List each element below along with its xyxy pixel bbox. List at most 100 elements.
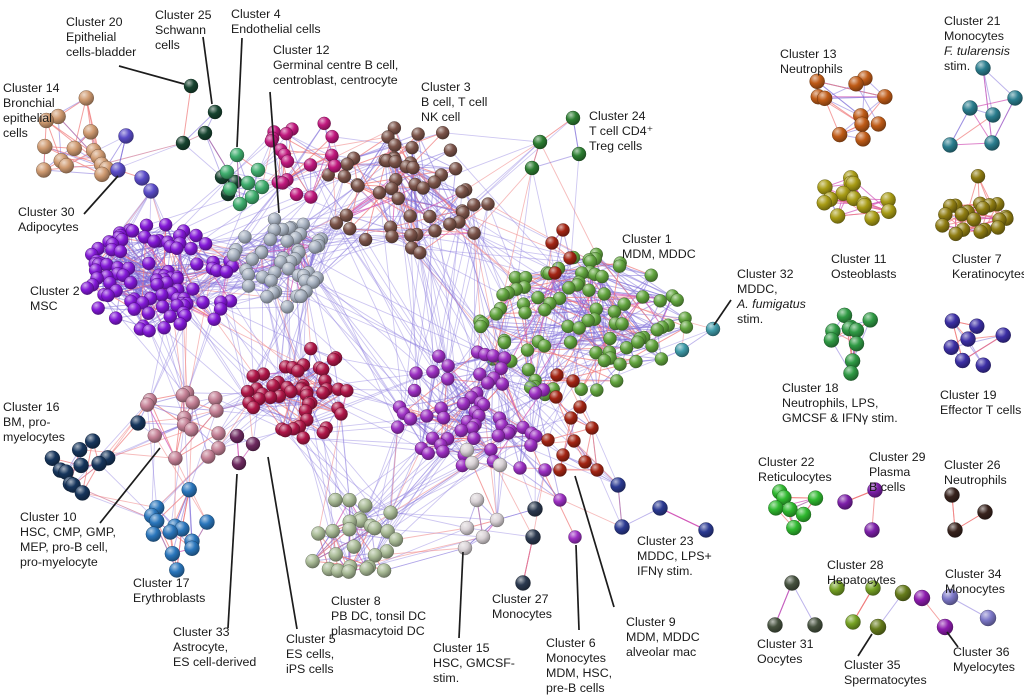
cluster-13-node	[854, 116, 870, 133]
cluster-1-node	[590, 383, 604, 397]
cluster-grey-node	[281, 262, 296, 276]
inter-edge	[390, 444, 532, 514]
edge	[530, 287, 570, 388]
inter-edge	[374, 451, 444, 556]
cluster-3-node	[405, 140, 419, 155]
cluster-13-node	[831, 126, 848, 143]
cluster-2-node	[139, 218, 154, 233]
inter-edge	[473, 117, 574, 206]
cluster-34-group	[941, 588, 997, 627]
inter-edge	[349, 228, 449, 380]
cluster-24-node	[524, 160, 540, 176]
cluster-6-node	[441, 372, 455, 386]
edge	[422, 187, 475, 234]
cluster-16-node	[91, 455, 107, 472]
cluster-1-node	[654, 352, 669, 366]
edge	[348, 512, 392, 572]
cluster-8-node	[311, 526, 326, 541]
edge	[791, 582, 816, 626]
inter-edge	[302, 437, 362, 521]
inter-edge	[383, 547, 466, 572]
cluster-14-node	[78, 90, 94, 106]
cluster-26-node	[944, 487, 960, 503]
cluster-8-node	[367, 520, 382, 536]
cluster-5-node	[291, 364, 305, 378]
cluster-grey-node	[294, 289, 308, 304]
cluster-28-node	[845, 614, 861, 630]
cluster-5-node	[240, 384, 255, 399]
edge	[949, 114, 994, 146]
edge	[44, 146, 103, 175]
cluster-1-node	[644, 268, 658, 282]
cluster-1-node	[636, 290, 650, 304]
cluster-6-node	[513, 461, 527, 475]
cluster-8-node	[325, 523, 340, 539]
inter-edge	[248, 286, 254, 377]
inter-edge	[426, 212, 464, 417]
inter-edge	[218, 395, 280, 449]
cluster-21-node	[984, 135, 1000, 151]
cluster-9-node	[590, 463, 604, 477]
cluster-1-node	[518, 305, 532, 320]
cluster-2-node	[189, 228, 203, 243]
inter-edge	[346, 390, 400, 408]
edge	[335, 553, 385, 572]
cluster-8-node	[358, 498, 373, 513]
cluster-4-pointer-line	[236, 37, 243, 148]
cluster-3-node	[337, 169, 352, 184]
inter-edge	[293, 365, 449, 430]
inter-edge	[282, 127, 395, 184]
inter-edge	[360, 462, 473, 522]
cluster-5-node	[334, 407, 348, 421]
cluster-9-node	[567, 434, 581, 448]
cluster-2-node	[147, 234, 161, 248]
edge	[43, 169, 102, 175]
edge	[286, 136, 333, 181]
cluster-5-node	[304, 341, 318, 356]
inter-edge	[312, 198, 399, 283]
inter-edge	[447, 203, 489, 366]
cluster-27-node	[527, 501, 543, 517]
cluster-8-group	[305, 492, 404, 579]
edge	[962, 334, 1004, 361]
edge	[531, 153, 580, 169]
cluster-6-node	[495, 377, 510, 391]
cluster-12-node	[325, 129, 339, 144]
cluster-12-node	[279, 126, 294, 141]
edge	[182, 85, 192, 144]
cluster-17-node	[149, 513, 165, 529]
inter-edge	[487, 203, 590, 261]
cluster-12-node	[303, 158, 318, 172]
edge	[312, 560, 369, 568]
cluster-2-node	[213, 302, 228, 316]
inter-edge	[360, 451, 444, 522]
cluster-2-node	[170, 241, 184, 255]
cluster-31-group	[767, 575, 823, 633]
cluster-12-node	[327, 159, 342, 173]
cluster-10-node	[208, 391, 223, 406]
edge	[417, 134, 431, 217]
cluster-grey-node	[254, 245, 269, 260]
cluster-5-node	[284, 384, 298, 399]
cluster-1-node	[574, 382, 588, 397]
cluster-3-node	[413, 246, 427, 260]
inter-edge	[281, 428, 350, 501]
cluster-6-node	[481, 376, 495, 390]
cluster-2-node	[155, 288, 169, 302]
inter-edge	[335, 222, 415, 391]
cluster-2-node	[124, 275, 138, 290]
edge	[816, 80, 862, 117]
inter-edge	[312, 282, 334, 360]
inter-edge	[303, 291, 307, 366]
inter-edge	[275, 291, 279, 383]
cluster-35-group	[869, 584, 912, 636]
cluster-9-node	[556, 223, 570, 237]
edge	[837, 210, 889, 217]
cluster-3-node	[388, 138, 402, 152]
edge	[128, 263, 197, 269]
cluster-grey-node	[280, 300, 294, 314]
